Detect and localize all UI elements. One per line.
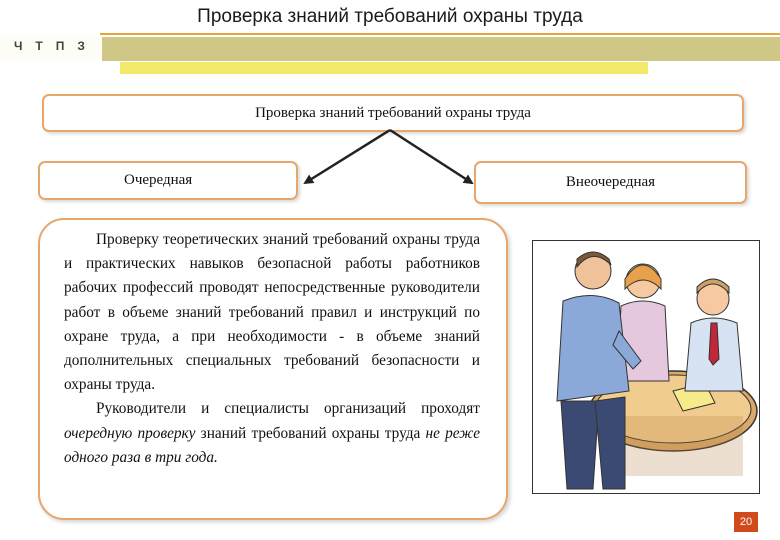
olive-bar — [102, 37, 780, 61]
p2-text-a: Руководители и специалисты организаций п… — [96, 400, 480, 418]
title-bar: Проверка знаний требований охраны труда — [0, 0, 780, 35]
extraordinary-check-label: Внеочередная — [565, 174, 656, 190]
title-underline — [100, 33, 780, 35]
paragraph-1: Проверку теоретических знаний требований… — [64, 231, 480, 394]
regular-check-box: Очередная — [38, 161, 298, 200]
arrow-right — [389, 128, 474, 185]
p2-text-b: знаний требований охраны труда — [195, 424, 426, 442]
regular-check-label: Очередная — [124, 172, 193, 188]
yellow-bar — [120, 62, 648, 74]
description-panel: Проверку теоретических знаний требований… — [38, 218, 508, 520]
meeting-illustration — [532, 240, 760, 494]
page-number-badge: 20 — [734, 512, 758, 532]
main-topic-label: Проверка знаний требований охраны труда — [255, 104, 531, 121]
paragraph-2: Руководители и специалисты организаций п… — [64, 397, 480, 470]
arrow-left — [303, 128, 391, 185]
p2-italic-b: не реже одного раза в три года. — [64, 424, 480, 466]
p2-italic-a: очередную проверку — [64, 424, 196, 442]
extraordinary-check-box: Внеочередная — [474, 161, 747, 204]
slide-title: Проверка знаний требований охраны труда — [197, 6, 583, 27]
company-logo: ЧТПЗ — [14, 39, 98, 53]
